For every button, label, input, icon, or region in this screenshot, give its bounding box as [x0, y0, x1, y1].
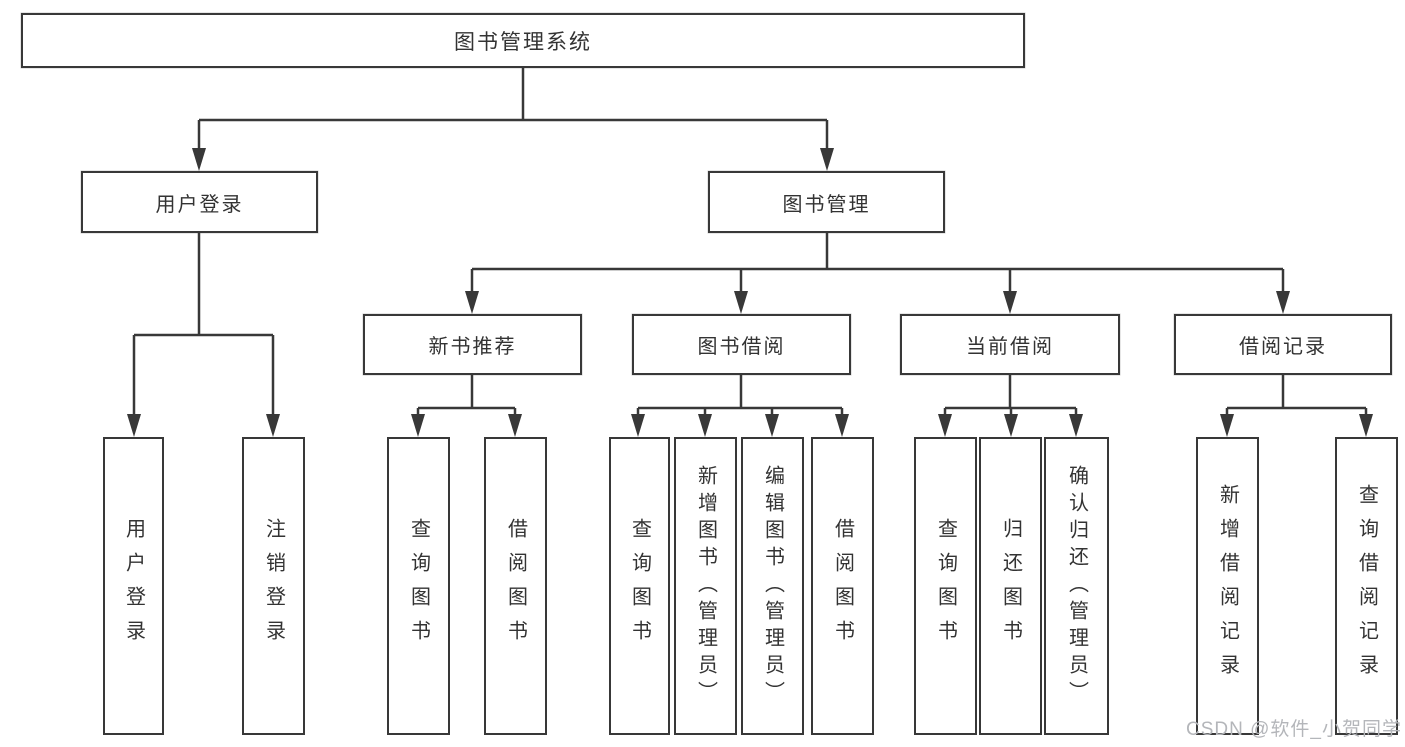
leaf-add-book-admin: 新增图书（管理员） — [674, 437, 737, 735]
leaf-label: 编辑图书（管理员） — [761, 464, 784, 708]
node-label: 当前借阅 — [966, 336, 1054, 358]
leaf-borrow-books: 借阅图书 — [811, 437, 874, 735]
leaf-label: 新增借阅记录 — [1216, 484, 1239, 688]
leaf-query-borrow-record: 查询借阅记录 — [1335, 437, 1398, 735]
watermark-text: CSDN @软件_小贺同学 — [1186, 719, 1402, 740]
node-label: 图书借阅 — [697, 336, 786, 358]
leaf-logout: 注销登录 — [242, 437, 305, 735]
leaf-return-books: 归还图书 — [979, 437, 1042, 735]
leaf-label: 确认归还（管理员） — [1065, 464, 1088, 708]
node-label: 新书推荐 — [428, 336, 517, 358]
node-label: 借阅记录 — [1239, 336, 1327, 358]
node-current-borrow: 当前借阅 — [900, 314, 1120, 375]
node-user-login: 用户登录 — [81, 171, 318, 233]
node-book-management-system: 图书管理系统 — [21, 13, 1025, 68]
leaf-label: 查询借阅记录 — [1355, 484, 1378, 688]
leaf-label: 用户登录 — [122, 518, 145, 654]
node-book-borrow: 图书借阅 — [632, 314, 851, 375]
node-label: 图书管理 — [782, 193, 871, 216]
leaf-label: 借阅图书 — [504, 518, 527, 654]
leaf-label: 新增图书（管理员） — [694, 464, 717, 708]
node-label: 图书管理系统 — [454, 30, 592, 54]
node-new-book-recommend: 新书推荐 — [363, 314, 582, 375]
leaf-label: 查询图书 — [628, 518, 651, 654]
leaf-add-borrow-record: 新增借阅记录 — [1196, 437, 1259, 735]
node-borrow-records: 借阅记录 — [1174, 314, 1392, 375]
leaf-confirm-return-admin: 确认归还（管理员） — [1044, 437, 1109, 735]
node-label: 用户登录 — [155, 193, 244, 216]
leaf-edit-book-admin: 编辑图书（管理员） — [741, 437, 804, 735]
leaf-label: 查询图书 — [407, 518, 430, 654]
leaf-borrow-books-recommend: 借阅图书 — [484, 437, 547, 735]
leaf-label: 注销登录 — [262, 518, 285, 654]
leaf-query-books-recommend: 查询图书 — [387, 437, 450, 735]
leaf-label: 查询图书 — [934, 518, 957, 654]
leaf-label: 借阅图书 — [831, 518, 854, 654]
leaf-query-books-current: 查询图书 — [914, 437, 977, 735]
leaf-label: 归还图书 — [999, 518, 1022, 654]
leaf-user-login: 用户登录 — [103, 437, 164, 735]
leaf-query-books-borrow: 查询图书 — [609, 437, 670, 735]
node-book-management: 图书管理 — [708, 171, 945, 233]
